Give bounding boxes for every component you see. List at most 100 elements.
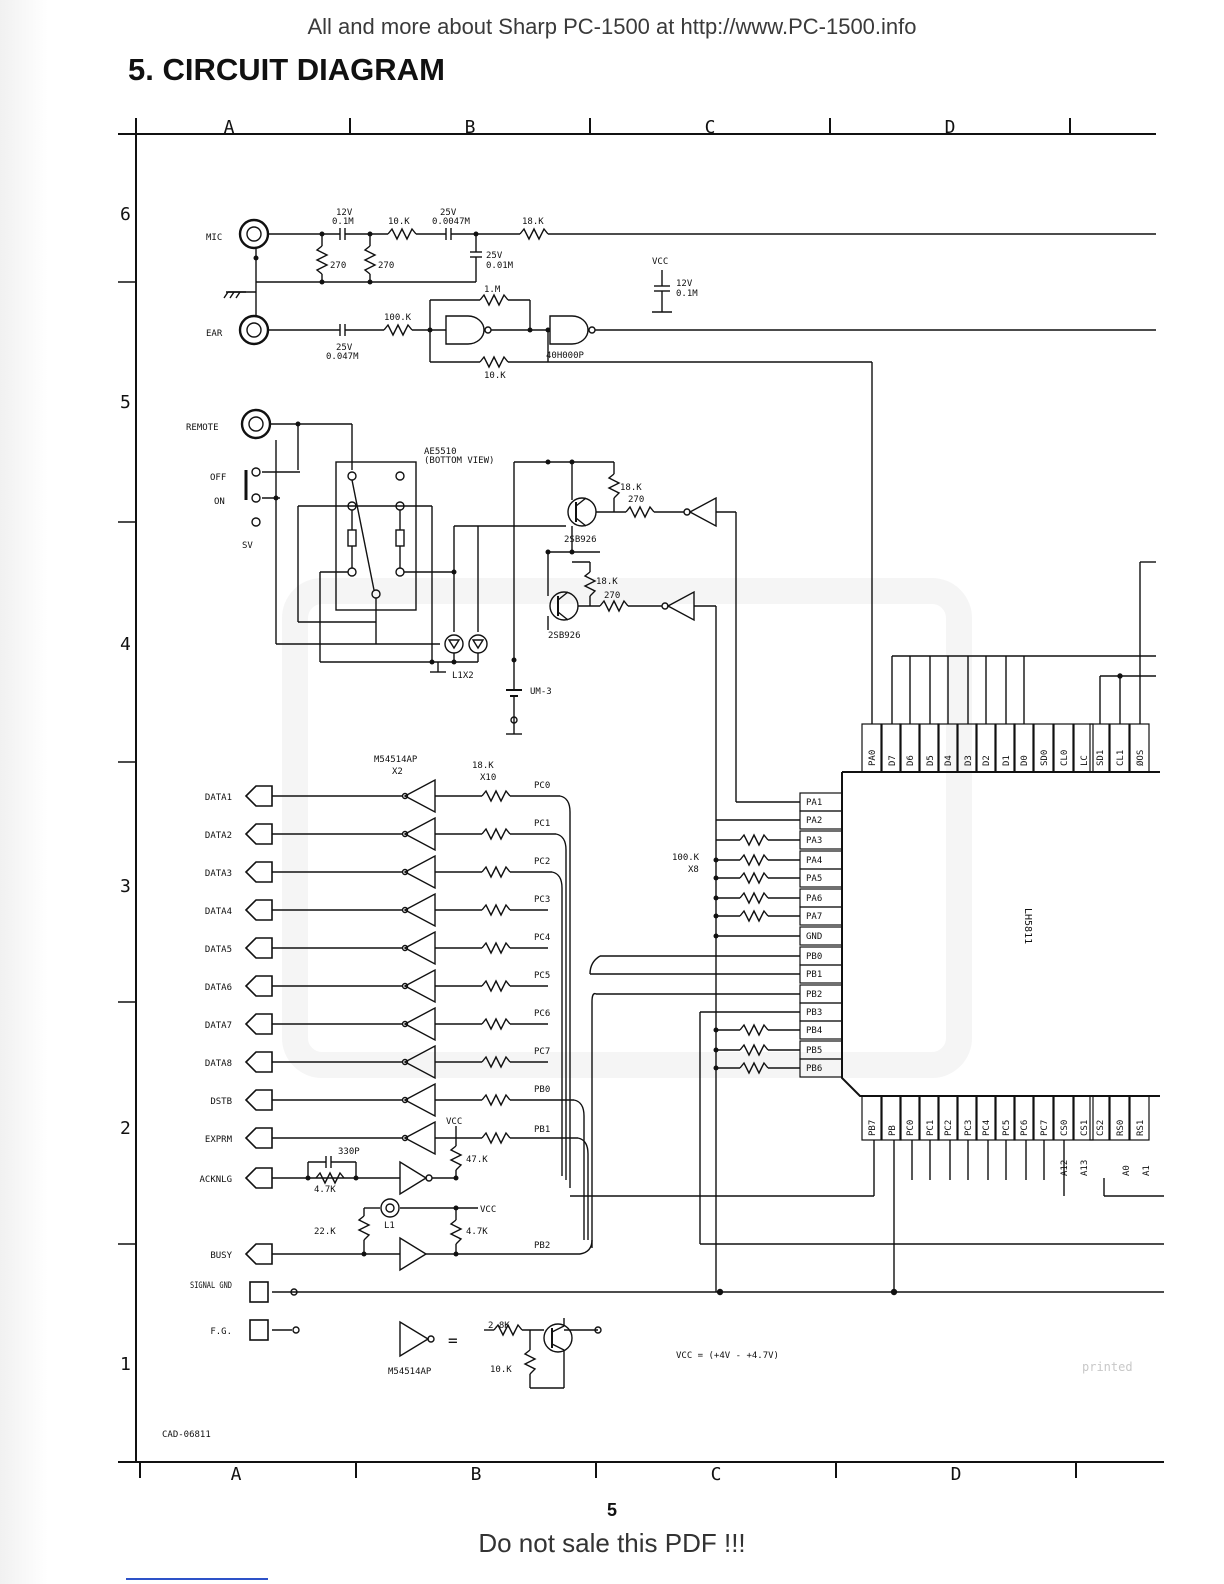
chip-top-pin-box: [1053, 723, 1074, 773]
chip-left-pin-box: [799, 810, 843, 830]
connector-pin-9: [244, 1089, 273, 1111]
chip-top-pin-box: [919, 723, 940, 773]
chip-top-pin-label: D5: [926, 755, 936, 766]
mic-jack: [238, 218, 270, 250]
chip-left-pin-box: [799, 906, 843, 926]
remote-jack: [240, 408, 272, 440]
q1-label: 2SB926: [564, 535, 597, 545]
buffer-output-label: PB0: [534, 1085, 550, 1095]
connector-pin-label: DSTB: [210, 1097, 232, 1107]
chip-left-pin-label: PA7: [806, 912, 822, 922]
r-18k-q1-label: 18.K: [620, 483, 642, 493]
r-47k-label: 47.K: [466, 1155, 488, 1165]
ear-jack: [238, 314, 270, 346]
chip-top-pin-label: D6: [906, 755, 916, 766]
battery-label: UM-3: [530, 687, 552, 697]
connector-pin-7: [244, 1013, 273, 1035]
col-label-b-bottom: B: [471, 1464, 482, 1485]
legend-r2-label: 10.K: [490, 1365, 512, 1375]
col-label-a: A: [224, 117, 235, 138]
remote-label: REMOTE: [186, 423, 219, 433]
chip-bottom-pin-box: [919, 1095, 940, 1141]
connector-pin-label: EXPRM: [205, 1135, 233, 1145]
chip-bottom-pin-label: PC1: [926, 1120, 936, 1136]
col-label-d: D: [945, 117, 956, 138]
chip-top-pin-label: D1: [1002, 755, 1012, 766]
r-270-q2-label: 270: [604, 591, 620, 601]
off-label: OFF: [210, 473, 226, 483]
connector-pin-14: [249, 1319, 269, 1341]
buffer-output-label: PC1: [534, 819, 550, 829]
relay-label: AE5510: [424, 447, 457, 457]
buffer-output-label: PC5: [534, 971, 550, 981]
chip-bottom-pin-label: PC6: [1020, 1120, 1030, 1136]
connector-pin-10: [244, 1127, 273, 1149]
chip-left-pin-box: [799, 964, 843, 984]
relay-view-label: (BOTTOM VIEW): [424, 456, 494, 466]
chip-top-pin-label: D7: [888, 755, 898, 766]
chip-top-pin-box: [1013, 723, 1034, 773]
chip-bottom-pin-label: RS0: [1116, 1120, 1126, 1136]
connector-pin-label: SIGNAL GND: [190, 1281, 232, 1291]
cad-number: CAD-06811: [162, 1430, 211, 1440]
chip-top-pin-label: PA0: [868, 750, 878, 766]
chip-bottom-pin-label: PC5: [1002, 1120, 1012, 1136]
connector-pin-label: BUSY: [210, 1251, 232, 1261]
connector-pin-label: DATA4: [205, 907, 232, 917]
buffer-output-label: PC3: [534, 895, 550, 905]
connector-pin-12: [244, 1243, 273, 1265]
buffer-output-label: PC7: [534, 1047, 550, 1057]
cap-0047m-label: 0.0047M: [432, 217, 471, 227]
mic-label: MIC: [206, 233, 222, 243]
r-10k-ear-label: 10.K: [484, 371, 506, 381]
row-label-6: 6: [120, 204, 131, 225]
chip-top-pin-box: [1033, 723, 1054, 773]
chip-left-pin-box: [799, 1020, 843, 1040]
row-label-1: 1: [120, 1354, 131, 1375]
chip-top-pin-label: ØOS: [1135, 750, 1146, 766]
buffer-output-label: PC0: [534, 781, 550, 791]
link-underline: [126, 1578, 268, 1580]
q2-label: 2SB926: [548, 631, 581, 641]
legend-ic-label: M54514AP: [388, 1367, 432, 1377]
connector-pin-label: DATA3: [205, 869, 232, 879]
buffer-output-label: PB2: [534, 1241, 550, 1251]
chip-top-pin-label: CL1: [1116, 750, 1126, 766]
chip-bottom-signal-label: A1: [1142, 1165, 1152, 1176]
chip-top-pin-box: [1073, 723, 1094, 773]
vcc-note: VCC = (+4V - +4.7V): [676, 1351, 779, 1361]
r-270b-label: 270: [378, 261, 394, 271]
connector-pin-label: ACKNLG: [199, 1175, 232, 1185]
chip-bottom-pin-label: PC0: [906, 1120, 916, 1136]
chip-bottom-pin-label: RS1: [1136, 1120, 1146, 1136]
chip-left-pin-label: GND: [806, 932, 822, 942]
chip-bottom-pin-label: CS2: [1096, 1120, 1106, 1136]
chip-body: [841, 771, 1160, 1097]
led-label: L1X2: [452, 671, 474, 681]
chip-bottom-pin-box: [937, 1095, 958, 1141]
chip-bottom-pin-label: PB7: [868, 1120, 878, 1136]
connector-pin-11: [244, 1167, 273, 1189]
chip-bottom-pin-label: PC2: [944, 1120, 954, 1136]
chip-bottom-pin-box: [1033, 1095, 1054, 1141]
r-270-q1-label: 270: [628, 495, 644, 505]
cap-0047m-ear-label: 0.047M: [326, 352, 359, 362]
chip-top-pin-label: LC: [1080, 755, 1090, 766]
chip-bottom-signal-label: A12: [1060, 1160, 1070, 1176]
chip-left-pin-label: PB3: [806, 1008, 822, 1018]
scan-edge: [0, 0, 48, 1584]
row-label-5: 5: [120, 392, 131, 413]
chip-bottom-pin-box: [1053, 1095, 1074, 1141]
r-18k-q2-label: 18.K: [596, 577, 618, 587]
chip-top-pin-box: [881, 723, 902, 773]
chip-top-pin-box: [1089, 723, 1110, 773]
buffer-output-label: PB1: [534, 1125, 550, 1135]
r-10k-label: 10.K: [388, 217, 410, 227]
chip-bottom-pin-box: [881, 1095, 902, 1141]
vcc-cap-01m-label: 0.1M: [676, 289, 698, 299]
legend-equals: =: [448, 1331, 458, 1350]
chip-bottom-pin-box: [1109, 1095, 1130, 1141]
chip-bottom-pin-box: [1073, 1095, 1094, 1141]
col-label-c: C: [705, 117, 716, 138]
connector-pin-8: [244, 1051, 273, 1073]
